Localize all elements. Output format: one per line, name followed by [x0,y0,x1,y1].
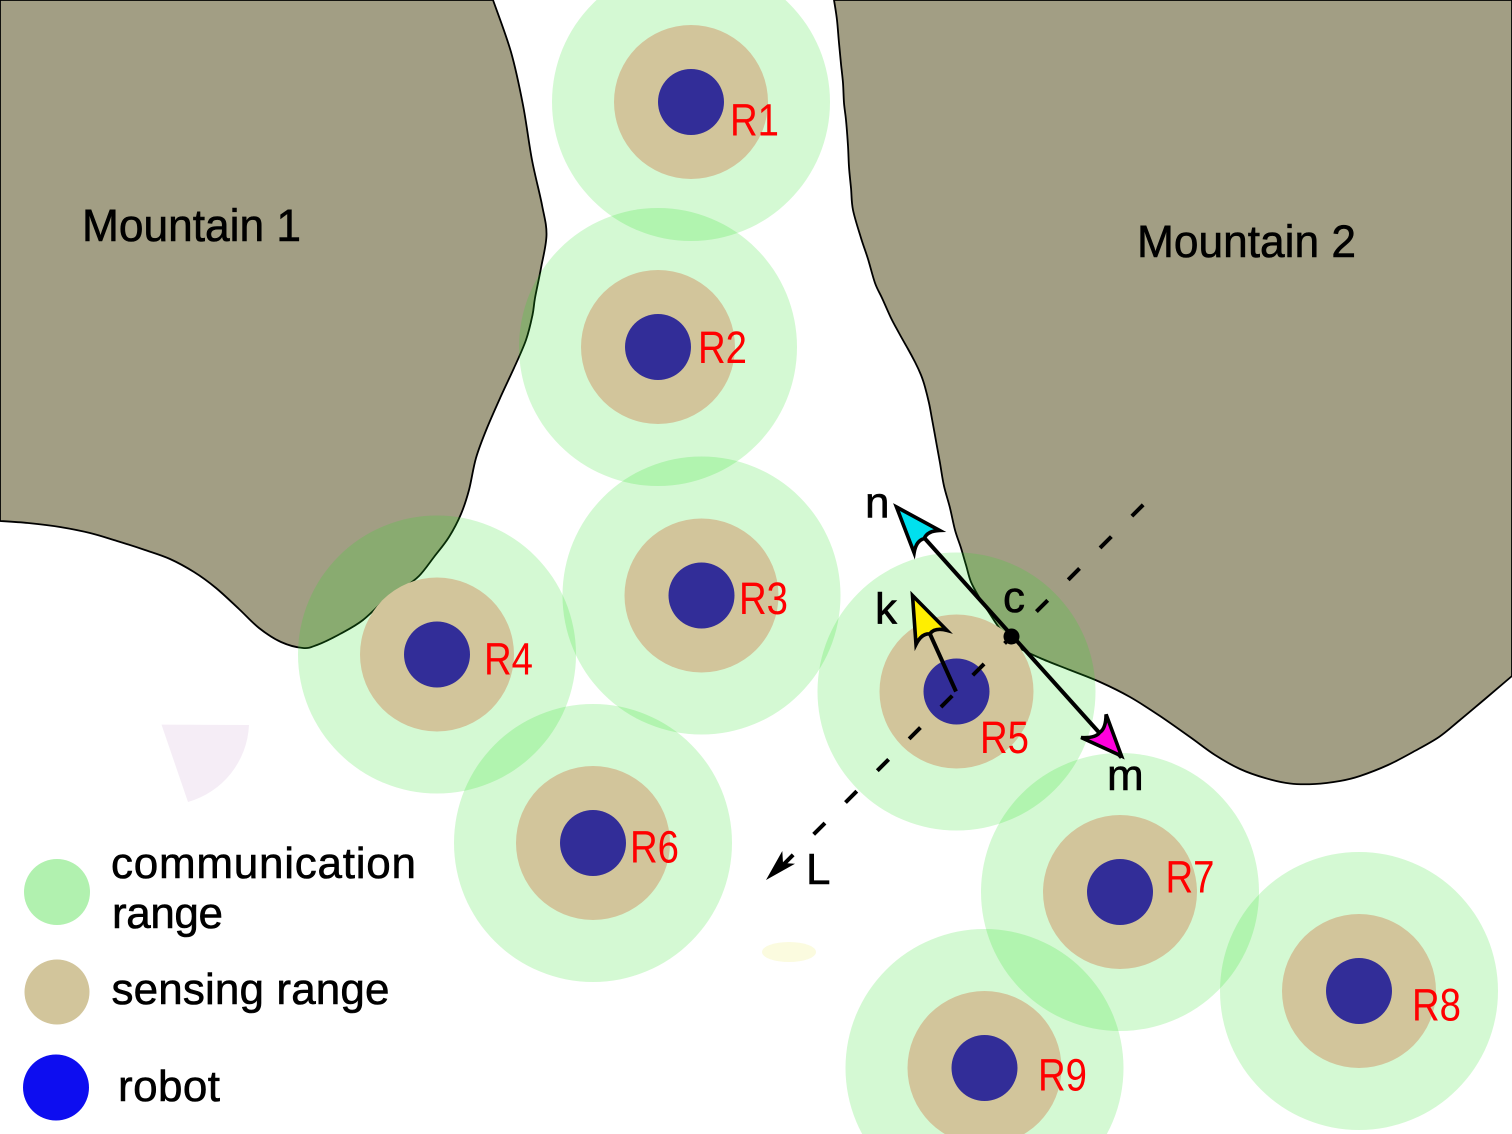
svg-text:n: n [865,479,889,528]
svg-text:R5: R5 [980,712,1029,763]
svg-text:R6: R6 [630,822,679,873]
svg-text:communication: communication [111,839,416,888]
svg-text:k: k [875,585,898,634]
svg-text:sensing range: sensing range [112,965,390,1014]
svg-text:R2: R2 [698,322,747,373]
svg-text:range: range [112,889,223,938]
svg-text:R8: R8 [1412,980,1461,1031]
svg-text:R4: R4 [484,634,533,685]
svg-text:R7: R7 [1166,852,1215,903]
svg-text:R9: R9 [1038,1050,1087,1101]
svg-text:R1: R1 [730,95,779,146]
svg-text:R3: R3 [739,573,788,624]
svg-text:Mountain 2: Mountain 2 [1137,216,1356,267]
svg-text:Mountain 1: Mountain 1 [82,200,301,251]
svg-text:robot: robot [118,1062,220,1111]
svg-text:c: c [1003,573,1025,622]
svg-text:L: L [806,845,830,894]
svg-text:m: m [1107,751,1144,800]
